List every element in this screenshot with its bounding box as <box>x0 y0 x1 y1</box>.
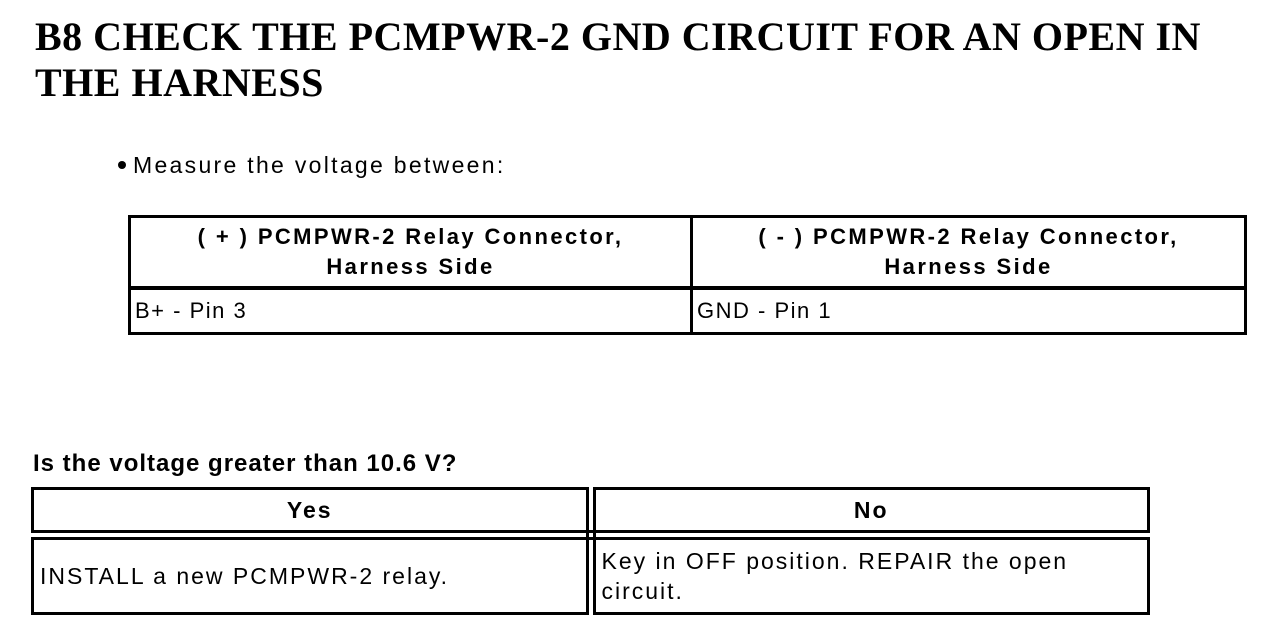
decision-question: Is the voltage greater than 10.6 V? <box>33 450 458 477</box>
instruction-text: Measure the voltage between: <box>133 152 506 178</box>
measurement-header-positive-line-2: Harness Side <box>326 254 495 279</box>
section-heading-line-1: B8 CHECK THE PCMPWR-2 GND CIRCUIT FOR AN… <box>35 14 1201 59</box>
measurement-table: ( + ) PCMPWR-2 Relay Connector, Harness … <box>128 215 1247 335</box>
measurement-positive-pin: B+ - Pin 3 <box>128 286 693 335</box>
section-heading-line-2: THE HARNESS <box>35 60 324 105</box>
result-action-yes: INSTALL a new PCMPWR-2 relay. <box>31 533 596 615</box>
result-table: Yes No INSTALL a new PCMPWR-2 relay. Key… <box>31 487 1150 615</box>
result-header-no: No <box>589 487 1150 540</box>
measurement-header-negative: ( - ) PCMPWR-2 Relay Connector, Harness … <box>690 215 1247 290</box>
instruction-bullet: Measure the voltage between: <box>118 152 506 179</box>
measurement-table-row: B+ - Pin 3 GND - Pin 1 <box>128 286 1247 335</box>
result-table-row: INSTALL a new PCMPWR-2 relay. Key in OFF… <box>31 533 1150 615</box>
result-action-no: Key in OFF position. REPAIR the open cir… <box>589 533 1150 615</box>
bullet-icon <box>118 160 126 169</box>
measurement-header-positive: ( + ) PCMPWR-2 Relay Connector, Harness … <box>128 215 693 290</box>
result-header-yes: Yes <box>31 487 596 540</box>
measurement-header-negative-line-1: ( - ) PCMPWR-2 Relay Connector, <box>758 224 1179 249</box>
result-table-header-row: Yes No <box>31 487 1150 540</box>
measurement-header-negative-line-2: Harness Side <box>884 254 1053 279</box>
section-heading: B8 CHECK THE PCMPWR-2 GND CIRCUIT FOR AN… <box>35 14 1201 106</box>
measurement-table-header-row: ( + ) PCMPWR-2 Relay Connector, Harness … <box>128 215 1247 290</box>
measurement-header-positive-line-1: ( + ) PCMPWR-2 Relay Connector, <box>197 224 624 249</box>
measurement-negative-pin: GND - Pin 1 <box>690 286 1247 335</box>
